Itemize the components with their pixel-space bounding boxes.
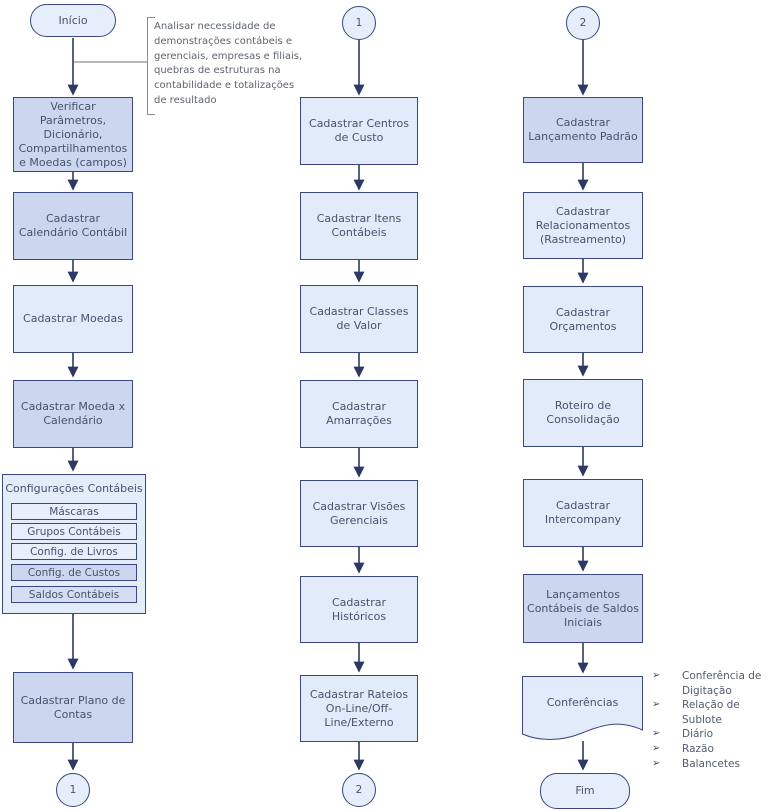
arrow-bullet-icon: ➢ <box>652 742 661 754</box>
connector-1-in: 1 <box>342 6 376 40</box>
node-lancamentos-saldos-iniciais: Lançamentos Contábeis de Saldos Iniciais <box>523 574 643 643</box>
arrow-bullet-icon: ➢ <box>652 670 661 681</box>
node-cadastrar-moedas: Cadastrar Moedas <box>13 285 133 353</box>
node-cadastrar-moeda-x-calendario: Cadastrar Moeda x Calendário <box>13 380 133 448</box>
node-cadastrar-itens-contabeis: Cadastrar Itens Contábeis <box>300 192 418 260</box>
list-item: ➢ Relação de Sublote <box>652 698 782 727</box>
node-cadastrar-calendario-contabil: Cadastrar Calendário Contábil <box>13 192 133 260</box>
list-item: ➢ Diário <box>652 727 782 742</box>
annotation-text: Analisar necessidade de demonstrações co… <box>154 21 303 106</box>
document-conferencias: Conferências <box>522 676 643 748</box>
conferencias-checklist: ➢ Conferência de Digitação ➢ Relação de … <box>652 669 782 771</box>
arrow-bullet-icon: ➢ <box>652 699 661 711</box>
group-title: Configurações Contábeis <box>5 481 143 495</box>
node-cadastrar-classes-de-valor: Cadastrar Classes de Valor <box>300 285 418 353</box>
node-cadastrar-relacionamentos: Cadastrar Relacionamentos (Rastreamento) <box>523 192 643 259</box>
node-cadastrar-visoes-gerenciais: Cadastrar Visões Gerenciais <box>300 480 418 547</box>
checklist-item-label: Balancetes <box>682 757 740 770</box>
node-verificar-parametros: Verificar Parâmetros, Dicionário, Compar… <box>13 97 133 172</box>
checklist-item-label: Relação de Sublote <box>682 699 740 726</box>
list-item: ➢ Razão <box>652 742 782 757</box>
node-cadastrar-orcamentos: Cadastrar Orçamentos <box>523 286 643 353</box>
node-cadastrar-intercompany: Cadastrar Intercompany <box>523 479 643 547</box>
annotation-bracket <box>147 17 155 115</box>
end-terminal: Fim <box>540 773 630 809</box>
subnode-config-de-livros: Config. de Livros <box>11 543 137 560</box>
arrow-bullet-icon: ➢ <box>652 728 661 740</box>
checklist-item-label: Conferência de Digitação <box>682 670 762 697</box>
node-cadastrar-rateios: Cadastrar Rateios On-Line/Off-Line/Exter… <box>300 675 418 742</box>
node-cadastrar-lancamento-padrao: Cadastrar Lançamento Padrão <box>523 97 643 163</box>
connector-1-out: 1 <box>56 773 90 807</box>
checklist-item-label: Diário <box>682 728 714 741</box>
subnode-saldos-contabeis: Saldos Contábeis <box>11 586 137 603</box>
checklist-item-label: Razão <box>682 742 714 755</box>
node-cadastrar-plano-de-contas: Cadastrar Plano de Contas <box>13 672 133 743</box>
list-item: ➢ Balancetes <box>652 757 782 772</box>
group-configuracoes-contabeis: Configurações Contábeis Máscaras Grupos … <box>2 474 146 614</box>
node-roteiro-de-consolidacao: Roteiro de Consolidação <box>523 379 643 447</box>
node-cadastrar-centros-de-custo: Cadastrar Centros de Custo <box>300 97 418 165</box>
document-label: Conferências <box>546 695 619 709</box>
list-item: ➢ Conferência de Digitação <box>652 669 782 698</box>
subnode-grupos-contabeis: Grupos Contábeis <box>11 523 137 540</box>
connector-2-in: 2 <box>566 6 600 40</box>
node-cadastrar-historicos: Cadastrar Históricos <box>300 576 418 643</box>
arrow-bullet-icon: ➢ <box>652 757 661 769</box>
node-cadastrar-amarracoes: Cadastrar Amarrações <box>300 380 418 448</box>
start-terminal: Início <box>30 4 116 37</box>
connector-2-out: 2 <box>342 773 376 807</box>
subnode-config-de-custos: Config. de Custos <box>11 564 137 581</box>
document-shape-icon <box>522 676 643 740</box>
subnode-mascaras: Máscaras <box>11 503 137 520</box>
